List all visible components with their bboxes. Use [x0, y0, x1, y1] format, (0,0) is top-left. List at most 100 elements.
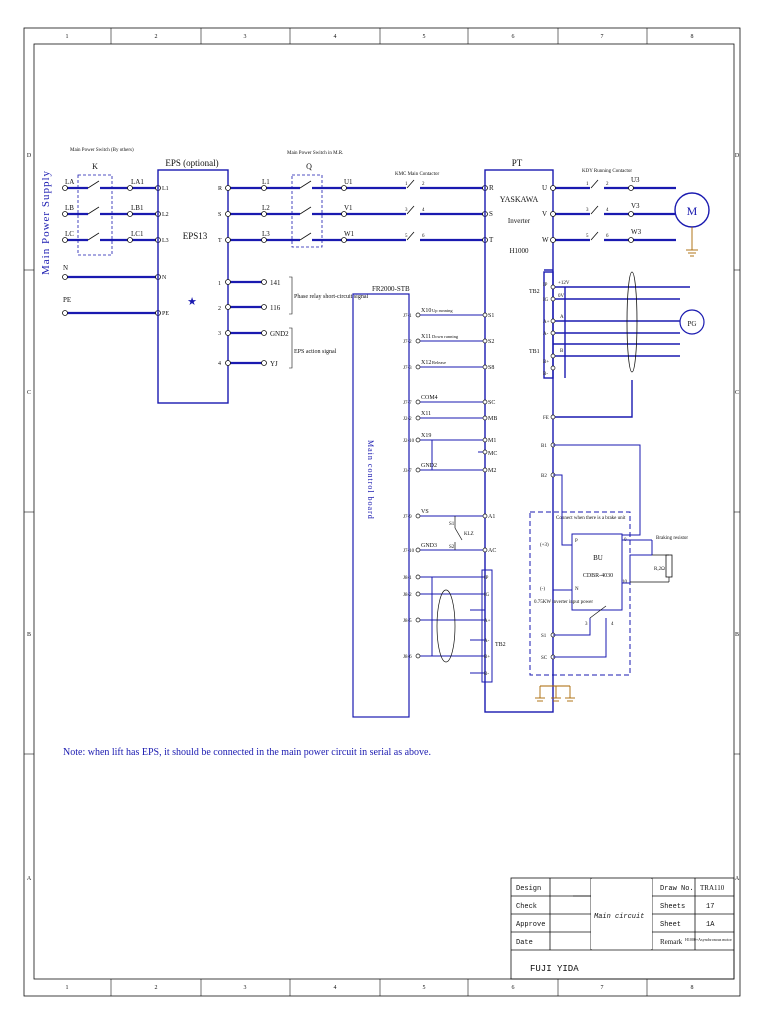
klz-pin: S1: [449, 522, 455, 527]
board-pin: J7-9: [403, 515, 412, 520]
klz-label: KLZ: [464, 532, 474, 537]
brake-note: Connect when there is a brake unit: [556, 516, 626, 521]
footnote: Note: when lift has EPS, it should be co…: [63, 747, 431, 758]
inverter-output-terminal: U: [542, 184, 547, 192]
terminal-la: [62, 185, 68, 191]
kmc-pin: 3: [405, 208, 408, 213]
col-label-bottom: 7: [601, 985, 604, 991]
inverter-pg-terminal: B-: [543, 372, 548, 377]
braking-resistor-icon: [665, 554, 673, 578]
kdy-pin: 4: [606, 208, 609, 213]
eps-right-terminal: R: [218, 186, 222, 192]
braking-resistor-note: Braking resistor: [656, 536, 688, 541]
board-tb2-terminal: B+: [484, 655, 490, 660]
title-field-value: TRA110: [700, 884, 725, 892]
board-tb2-terminal: IP: [484, 576, 489, 581]
col-label-top: 2: [155, 34, 158, 40]
eps-title: EPS (optional): [165, 158, 218, 168]
title-field-value: 17: [706, 903, 714, 911]
brake-pin: 3: [585, 622, 588, 627]
brake-unit-label: BU: [593, 554, 603, 562]
row-label-left: C: [27, 390, 31, 396]
board-pin: J2-2: [403, 417, 412, 422]
inverter-maker: YASKAWA: [500, 195, 539, 204]
col-label-top: 4: [334, 34, 337, 40]
switch-k-contacts: [88, 186, 100, 242]
inverter-control-terminal: S1: [488, 313, 494, 319]
row-label-left: D: [27, 153, 32, 159]
brake-terminal-label: (+3): [540, 543, 549, 548]
pg-signal-label: +12V: [558, 281, 570, 286]
pg-label: PG: [688, 320, 697, 328]
col-label-top: 3: [244, 34, 247, 40]
title-field-label: Draw No.: [660, 885, 694, 893]
terminal-la1: [127, 185, 133, 191]
board-tb2-terminal: A+: [484, 619, 491, 624]
title-block-label: Approve: [516, 921, 545, 929]
inverter-control-terminal: M1: [488, 438, 496, 444]
phase-label-lb1: LB1: [131, 204, 144, 212]
col-label-bottom: 8: [691, 985, 694, 991]
col-label-bottom: 3: [244, 985, 247, 991]
encoder-wires: [543, 269, 690, 418]
terminal-lc1: [127, 237, 133, 243]
title-block-label: Check: [516, 903, 537, 911]
eps-right-terminal: 2: [218, 306, 221, 312]
kmc-pin: 2: [422, 182, 425, 187]
terminal-lb1: [127, 211, 133, 217]
board-title: FR2000-STB: [372, 285, 410, 293]
board-pin: J7-7: [403, 401, 412, 406]
kdy-pin: 6: [606, 234, 609, 239]
phase-label-la: LA: [65, 178, 74, 186]
eps-model: EPS13: [183, 231, 208, 241]
board-pin: J7-3: [403, 366, 412, 371]
shield-cable-icon: [626, 271, 638, 373]
inverter-input-terminal: S: [489, 210, 493, 218]
inverter-brake-terminal: B2: [541, 474, 547, 479]
inverter-control-terminal: MC: [488, 451, 497, 457]
kdy-pin: 5: [586, 234, 589, 239]
pg-signal-label: 0V: [558, 294, 565, 299]
board-tb2-terminal: A-: [484, 639, 490, 644]
col-label-top: 6: [512, 34, 515, 40]
inverter-kind: Inverter: [508, 217, 531, 225]
phase-label-lc1: LC1: [131, 230, 144, 238]
inverter-control-terminal: S2: [488, 339, 494, 345]
col-label-top: 1: [66, 34, 69, 40]
eps-right-terminal: 1: [218, 281, 221, 287]
eps-action-note: EPS action signal: [294, 349, 337, 355]
tb1-label: TB1: [529, 349, 540, 355]
inverter-pg-terminal: B+: [543, 360, 549, 365]
j8-pin: J8-5: [403, 619, 412, 624]
phase-label-lb: LB: [65, 204, 74, 212]
tb2-label: TB2: [529, 289, 540, 295]
brake-unit-dashed-box: [529, 511, 631, 676]
inverter-output-terminal: W: [542, 236, 549, 244]
terminal-lb: [62, 211, 68, 217]
q-in-label: L1: [262, 178, 270, 186]
inverter-input-terminal: R: [489, 184, 494, 192]
terminal-pe: [62, 310, 68, 316]
j8-wires: [418, 576, 485, 674]
title-cell-bg: [591, 879, 652, 949]
q-out-label: V1: [344, 204, 353, 212]
col-label-bottom: 5: [423, 985, 426, 991]
board-pin: J7-1: [403, 314, 412, 319]
mr-switch-name: Q: [306, 162, 312, 171]
board-tb2-terminal: B-: [484, 672, 489, 677]
eps-signal-label: GND2: [270, 330, 289, 338]
board-signal: GND2: [421, 463, 437, 469]
motor-phase-label: W3: [631, 228, 642, 236]
eps-left-terminal: L1: [162, 186, 169, 192]
board-signal: GND3: [421, 543, 437, 549]
supply-label: Main Power Supply: [40, 170, 52, 275]
col-label-bottom: 2: [155, 985, 158, 991]
inverter-output-terminal: V: [542, 210, 547, 218]
eps-box: [157, 169, 229, 404]
board-pin: J7-2: [403, 340, 412, 345]
board-pin: J7-10: [403, 549, 415, 554]
row-label-right: C: [735, 390, 739, 396]
q-in-label: L3: [262, 230, 270, 238]
inverter-control-terminal: MB: [488, 416, 497, 422]
board-tb2-terminal: IG: [484, 593, 490, 598]
